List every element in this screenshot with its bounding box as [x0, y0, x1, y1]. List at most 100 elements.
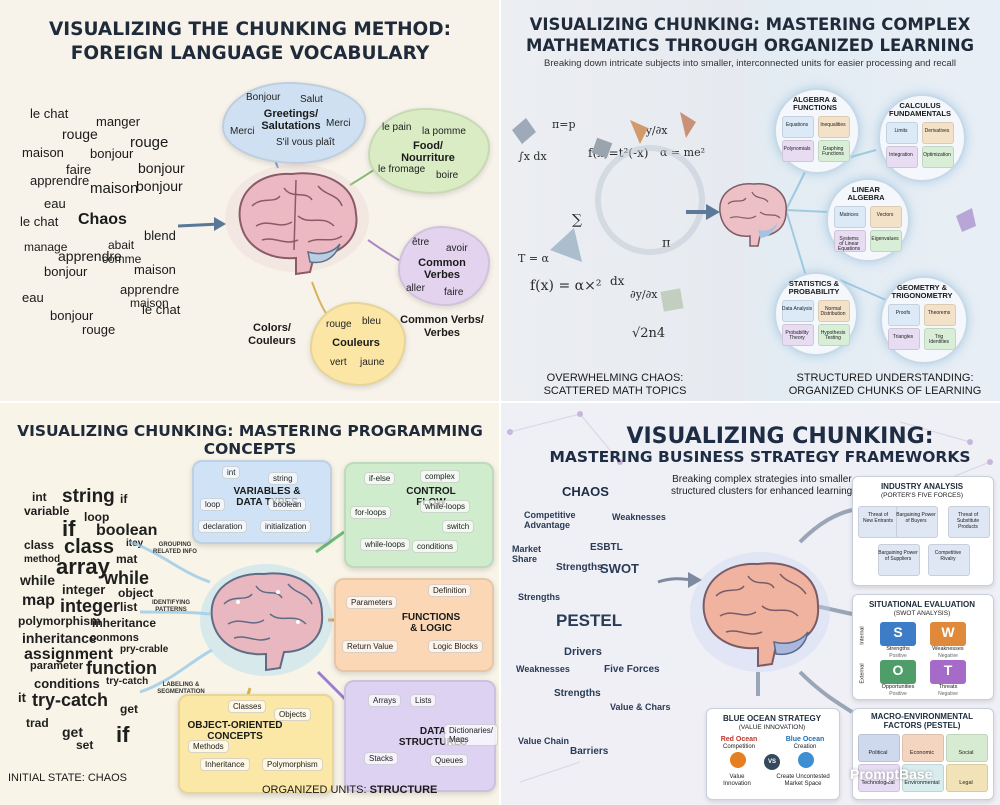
chaos-word: manger: [96, 114, 141, 129]
verbs-word: être: [412, 237, 430, 248]
vs-badge: VS: [764, 754, 780, 770]
blue-ocean-title: BLUE OCEAN STRATEGY: [722, 714, 822, 723]
cluster-item: switch: [442, 520, 475, 533]
pestel-label: Technological: [861, 780, 895, 786]
red-ocean-label: Red Ocean: [720, 736, 758, 743]
panel-mathematics: VISUALIZING CHUNKING: MASTERING COMPLEX …: [500, 0, 1000, 402]
cluster-title: FUNCTIONS & LOGIC: [401, 612, 461, 634]
force-tile: [928, 544, 970, 576]
code-word: while: [104, 568, 150, 588]
cluster-title: DATA STRUCTURES: [398, 726, 468, 748]
code-word: inheritance: [92, 616, 157, 630]
panel3-title: VISUALIZING CHUNKING: MASTERING PROGRAMM…: [17, 422, 483, 458]
brain-illustration: [225, 164, 369, 276]
industry-sub: (PORTER'S FIVE FORCES): [880, 492, 964, 499]
colors-word: rouge: [326, 319, 352, 330]
chaos-word: le chat: [20, 214, 59, 229]
cluster-item: conditions: [412, 540, 459, 553]
cluster-item: Definition: [428, 584, 472, 597]
topic-chip-label: Limits: [894, 128, 908, 134]
organized-units-label: ORGANIZED UNITS: STRUCTURE: [262, 784, 437, 796]
panel2-title: VISUALIZING CHUNKING: MASTERING COMPLEX …: [500, 14, 1000, 56]
chaos-word: apprendre: [58, 248, 122, 264]
topic-chip: [834, 230, 866, 252]
swot-tag: Negative: [938, 653, 958, 659]
greetings-word: Bonjour: [246, 92, 281, 103]
panel-programming: VISUALIZING CHUNKING: MASTERING PROGRAMM…: [0, 402, 500, 805]
formula: ∂y/∂x: [640, 124, 668, 137]
topic-chip: [888, 328, 920, 350]
cluster-item: Parameters: [346, 596, 398, 609]
formula: ∑: [572, 212, 582, 228]
uncontested-market-label: Create Uncontested Market Space: [776, 774, 830, 787]
greetings-word: Merci: [230, 126, 255, 137]
verbs-word: faire: [444, 287, 464, 298]
swot-side-label: Internal: [859, 626, 866, 645]
pestel-tile: [858, 764, 900, 792]
topic-chip: [886, 122, 918, 144]
code-word: get: [120, 702, 138, 716]
watermark-logo: PromptBase: [850, 766, 933, 782]
panel4-title-line2: MASTERING BUSINESS STRATEGY FRAMEWORKS: [549, 448, 971, 466]
chaos-word: eau: [22, 290, 44, 305]
formula: T = α: [518, 252, 549, 265]
formula: π: [662, 236, 671, 251]
pestel-tile: [858, 734, 900, 762]
panel4-subtitle: Breaking complex strategies into smaller…: [671, 474, 855, 497]
swot-tag: Positive: [889, 653, 907, 659]
cluster-item: string: [268, 472, 298, 485]
force-label: Bargaining Power of Suppliers: [878, 550, 918, 562]
code-word: variable: [24, 504, 70, 518]
greetings-cloud: [222, 82, 366, 164]
swot-letter: W: [930, 622, 966, 646]
code-word: assignment: [24, 646, 113, 663]
strategy-word: Weaknesses: [516, 664, 570, 674]
force-label: Threat of Substitute Products: [956, 512, 980, 530]
colors-title: Couleurs: [332, 337, 380, 349]
chaos-word: apprendre: [30, 173, 90, 188]
topic-chip-label: Trig Identities: [928, 334, 949, 345]
greetings-title: Greetings/ Salutations: [261, 108, 321, 132]
code-word: method: [24, 554, 61, 565]
panel1-title: VISUALIZING THE CHUNKING METHOD: FOREIGN…: [0, 18, 500, 66]
panel2-decorations: [512, 112, 976, 312]
code-word: parameter: [30, 660, 84, 672]
organized-units-bold: STRUCTURE: [369, 784, 438, 796]
cluster-item: Queues: [430, 754, 469, 767]
topic-chip-label: Inequalities: [820, 122, 846, 128]
code-word: class: [24, 538, 55, 552]
code-word: object: [118, 586, 154, 600]
food-word: la pomme: [422, 126, 466, 137]
greetings-word: Salut: [300, 94, 323, 105]
blue-ocean-label: Blue Ocean: [785, 736, 825, 743]
topic-title: CALCULUS FUNDAMENTALS: [889, 101, 951, 118]
force-label: Threat of New Entrants: [862, 512, 893, 524]
cluster-item: initialization: [260, 520, 312, 533]
chaos-label: Chaos: [78, 211, 127, 228]
code-word: boolean: [96, 522, 158, 539]
swot-label: Opportunities: [881, 684, 915, 690]
process-label: IDENTIFYING PATTERNS: [151, 600, 190, 613]
chaos-word: rouge: [130, 134, 169, 151]
code-word: try-catch: [106, 676, 149, 687]
swot-letter: T: [930, 660, 966, 684]
strategy-word: Weaknesses: [612, 512, 666, 522]
left-caption: OVERWHELMING CHAOS: SCATTERED MATH TOPIC…: [543, 372, 687, 397]
business-brain: [690, 552, 830, 672]
programming-brain: [200, 564, 332, 676]
pestel-tile: [902, 734, 944, 762]
strategy-word: Strengths: [518, 592, 561, 602]
strategy-word: Five Forces: [604, 664, 660, 675]
blue-ocean-subtext: Creation: [793, 744, 817, 750]
topic-chip-label: Graphing Functions: [822, 146, 844, 157]
force-tile: [878, 544, 920, 576]
code-word: if: [62, 516, 76, 541]
topic-chip-label: Data Analysis: [781, 306, 813, 312]
math-brain: [719, 183, 787, 247]
swot-letter: S: [880, 622, 916, 646]
topic-title: LINEAR ALGEBRA: [847, 185, 885, 202]
topic-chip: [834, 206, 866, 228]
formula: ∂y/∂x: [630, 288, 658, 301]
strategy-word: Strengths: [554, 688, 601, 699]
